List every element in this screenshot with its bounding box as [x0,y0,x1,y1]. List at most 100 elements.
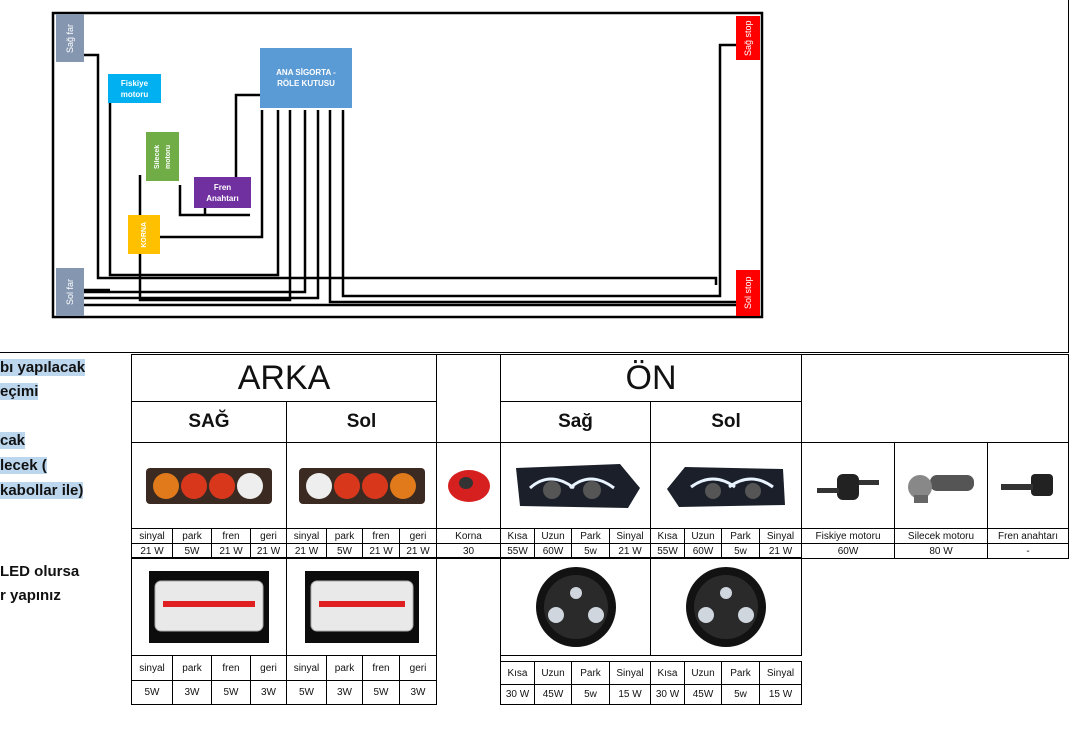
sag-stop-label: Sağ stop [736,16,760,60]
note-line-7: r yapınız [0,587,61,604]
led-rear-sag-col-label: fren [211,655,251,681]
led-front-sol-watt: 45W [684,684,722,705]
note-line-4: lecek ( [0,457,47,474]
front-sol-col-label: Park [721,528,760,544]
on-sag-header: Sağ [500,401,651,443]
front-sol-col-label: Uzun [684,528,722,544]
led-rear-sol-watt: 5W [362,680,400,705]
led-front-sag-col-label: Park [571,661,610,685]
note-line-1: bı yapılacak [0,359,86,376]
front-sol-col-label: Kısa [650,528,685,544]
sol-far-label: Sol far [56,268,84,316]
led-front-sol-cell [650,557,802,656]
rear-sol-col-label: park [326,528,363,544]
sag-far-label: Sağ far [56,14,84,62]
silecek-watt: 80 W [894,543,988,559]
led-front-sag-col-label: Sinyal [609,661,651,685]
on-sol-header: Sol [650,401,802,443]
headlight-image [515,463,640,508]
fren-watt: - [987,543,1069,559]
sigorta-line2: RÖLE KUTUSU [277,79,335,88]
rear-lamp-image [298,467,425,504]
rear-lamp-sag-cell [131,442,287,529]
fiskiye-motoru-box: Fiskiye motoru [108,74,161,103]
silecek-motoru-box: Silecek motoru [146,132,179,181]
fiskiye-label: Fiskiye motoru [801,528,895,544]
led-rear-sol-watt: 3W [326,680,363,705]
headlight-sag-cell [500,442,651,529]
led-front-sol-col-label: Kısa [650,661,685,685]
led-headlight-image [535,566,616,647]
front-sag-watt: 21 W [609,543,651,559]
front-sol-col-label: Sinyal [759,528,802,544]
rear-sol-col-label: geri [399,528,437,544]
led-rear-sag-col-label: sinyal [131,655,173,681]
led-rear-sag-col-label: geri [250,655,287,681]
note-line-5: kabollar ile) [0,482,84,499]
silecek-image-cell [894,442,988,529]
led-front-sol-col-label: Uzun [684,661,722,685]
arka-header: ARKA [131,354,437,402]
sigorta-box: ANA SİGORTA - RÖLE KUTUSU [260,48,352,108]
fren-label: Fren anahtarı [987,528,1069,544]
washer-motor-image [817,473,879,500]
led-rear-lamp-image [304,570,419,643]
rear-sag-col-label: fren [211,528,251,544]
led-rear-sol-watt: 3W [399,680,437,705]
rear-sag-col-label: sinyal [131,528,173,544]
silecek-label: Silecek motoru [894,528,988,544]
on-header: ÖN [500,354,802,402]
wiper-motor-image [908,474,974,503]
front-sag-col-label: Park [571,528,610,544]
led-front-sag-watt: 15 W [609,684,651,705]
rear-lamp-sol-cell [286,442,437,529]
silecek-motoru-label: Silecek motoru [153,144,172,169]
fiskiye-motoru-label: Fiskiye motoru [120,78,149,99]
wiring-diagram: Sağ far Sol far Sağ stop Sol stop Fiskiy… [0,0,1080,353]
led-front-sol-col-label: Park [721,661,760,685]
led-front-sol-watt: 15 W [759,684,802,705]
led-rear-sag-watt: 3W [250,680,287,705]
rear-sag-watt: 21 W [250,543,287,559]
led-headlight-image [686,566,766,647]
note-line-6: LED olursa [0,563,80,580]
rear-lamp-image [146,467,272,504]
rear-sag-col-label: park [172,528,212,544]
led-front-sag-watt: 5w [571,684,610,705]
note-line-2: eçimi [0,383,39,400]
led-front-sag-cell [500,557,651,656]
led-front-sag-watt: 30 W [500,684,535,705]
korna-image-cell [436,442,501,529]
led-rear-sag-watt: 5W [211,680,251,705]
note-line-3: cak [0,432,26,449]
fiskiye-watt: 60W [801,543,895,559]
arka-sag-header: SAĞ [131,401,287,443]
led-rear-sag-cell [131,557,287,656]
arka-sol-header: Sol [286,401,437,443]
korna-label: KORNA [140,221,148,248]
led-front-sag-watt: 45W [534,684,572,705]
korna-label: Korna [436,528,501,544]
led-front-sag-col-label: Kısa [500,661,535,685]
led-rear-sag-col-label: park [172,655,212,681]
led-front-sol-watt: 30 W [650,684,685,705]
rear-sag-col-label: geri [250,528,287,544]
headlight-sol-cell [650,442,802,529]
led-korna-blank [436,557,501,705]
led-rear-sag-watt: 5W [131,680,173,705]
sigorta-line1: ANA SİGORTA - [276,68,336,77]
korna-watt: 30 [436,543,501,559]
headlight-image [667,466,785,507]
led-front-sol-col-label: Sinyal [759,661,802,685]
led-rear-sag-watt: 3W [172,680,212,705]
rear-sol-col-label: fren [362,528,400,544]
led-rear-lamp-image [149,570,269,643]
fiskiye-image-cell [801,442,895,529]
fren-anahtari-box: Fren Anahtarı [194,177,251,208]
led-rear-sol-col-label: geri [399,655,437,681]
led-rear-sol-col-label: park [326,655,363,681]
korna-box: KORNA [128,215,160,254]
korna-header-blank [436,354,501,443]
led-rear-sol-col-label: fren [362,655,400,681]
led-rear-sol-watt: 5W [286,680,327,705]
